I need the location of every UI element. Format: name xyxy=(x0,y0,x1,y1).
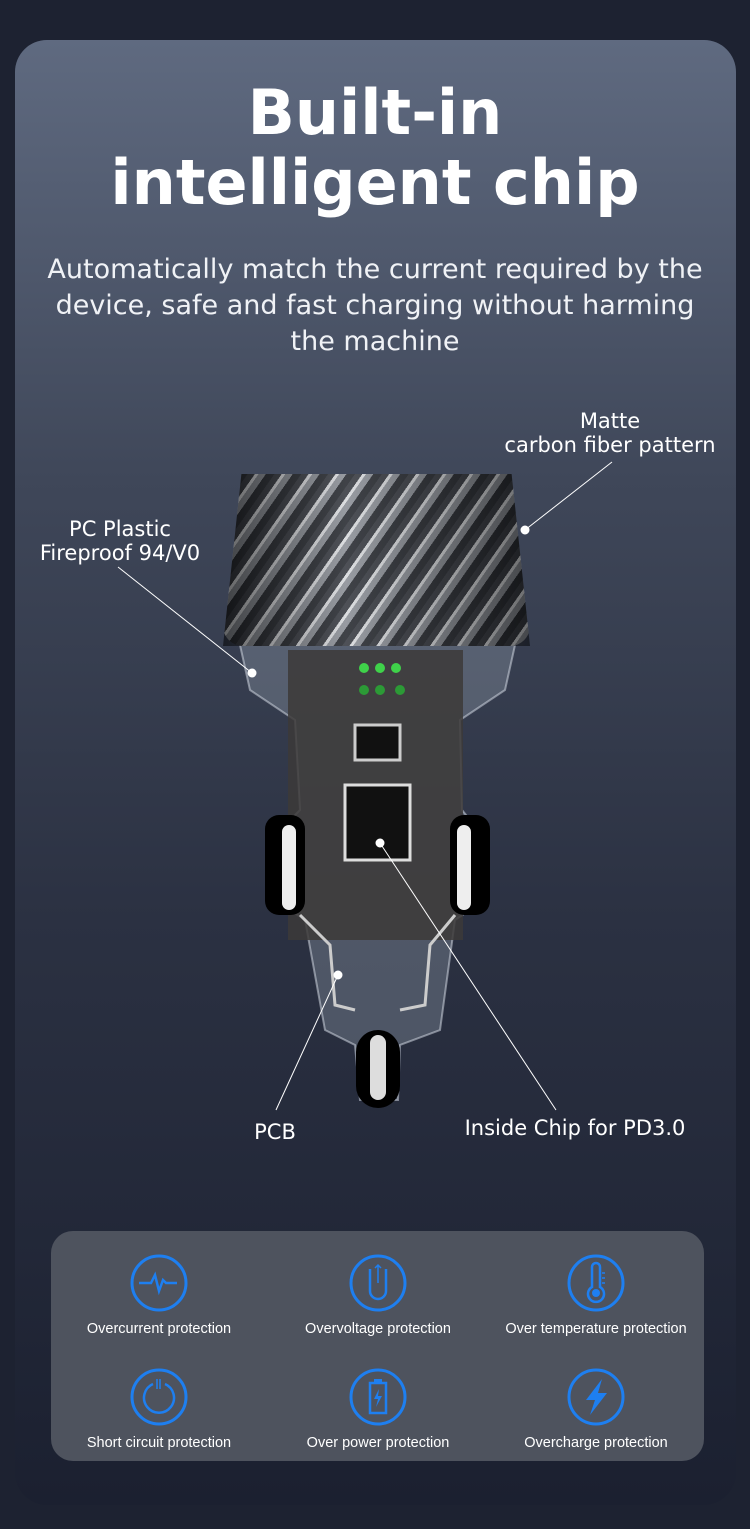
feature-label: Short circuit protection xyxy=(86,1435,232,1451)
lightning-icon xyxy=(567,1368,625,1426)
feature-label: Overcurrent protection xyxy=(86,1321,232,1337)
subtitle: Automatically match the current required… xyxy=(47,254,703,357)
callout-matte-line2: carbon fiber pattern xyxy=(504,433,716,457)
callout-matte-line1: Matte xyxy=(579,409,641,433)
battery-icon xyxy=(349,1368,407,1426)
feature-over-power: Over power protection xyxy=(269,1367,487,1451)
feature-label: Over temperature protection xyxy=(505,1321,687,1337)
callout-chip: Inside Chip for PD3.0 xyxy=(464,1116,686,1140)
callout-pcb: PCB xyxy=(254,1120,296,1144)
callout-lines xyxy=(117,461,613,1111)
pulse-icon xyxy=(130,1254,188,1312)
feature-overvoltage: Overvoltage protection xyxy=(269,1253,487,1337)
feature-overcurrent: Overcurrent protection xyxy=(50,1253,268,1337)
u-arrow-icon xyxy=(349,1254,407,1312)
carbon-fiber-cap xyxy=(223,474,530,646)
feature-overcharge: Overcharge protection xyxy=(487,1367,705,1451)
title-line-1: Built-in xyxy=(247,76,503,149)
title-line-2: intelligent chip xyxy=(110,146,640,219)
feature-short-circuit: Short circuit protection xyxy=(50,1367,268,1451)
power-icon xyxy=(130,1368,188,1426)
feature-label: Overcharge protection xyxy=(524,1435,668,1451)
feature-label: Over power protection xyxy=(306,1435,450,1451)
feature-over-temperature: Over temperature protection xyxy=(487,1253,705,1337)
feature-label: Overvoltage protection xyxy=(305,1321,451,1337)
thermometer-icon xyxy=(567,1254,625,1312)
callout-pc-line2: Fireproof 94/V0 xyxy=(39,541,201,565)
callout-pc-line1: PC Plastic xyxy=(69,517,171,541)
